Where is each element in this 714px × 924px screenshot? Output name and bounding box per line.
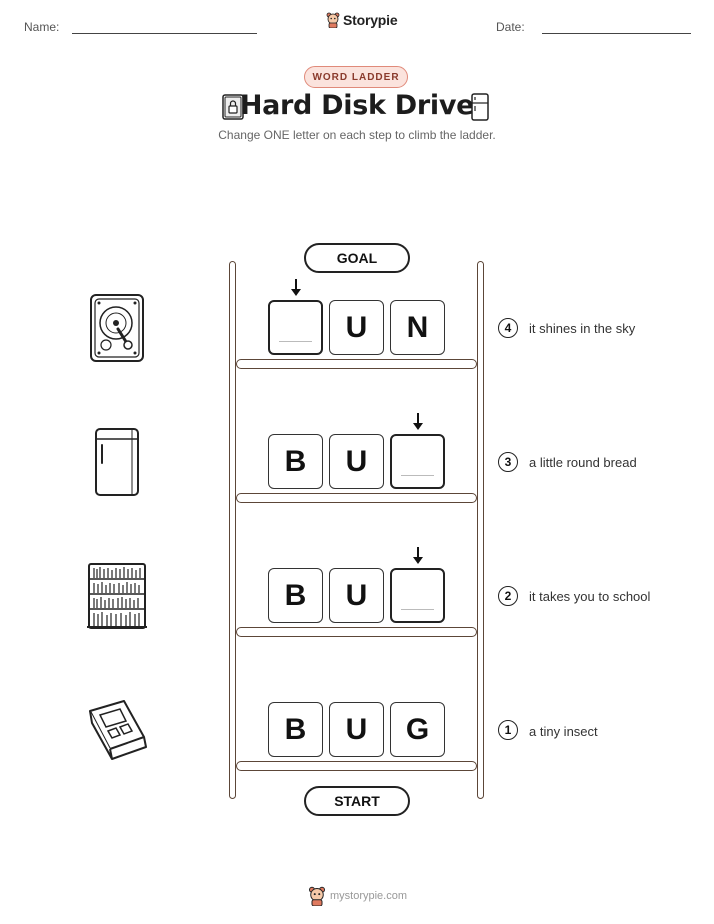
letter-tile: G bbox=[390, 702, 445, 757]
start-label: START bbox=[304, 786, 410, 816]
ladder-right-rail bbox=[477, 261, 484, 799]
arrow-down-icon bbox=[413, 547, 423, 564]
ladder-rung bbox=[236, 627, 477, 637]
book-icon bbox=[89, 700, 147, 760]
letter-tile: U bbox=[329, 434, 384, 489]
letter-tile: N bbox=[390, 300, 445, 355]
ladder-left-rail bbox=[229, 261, 236, 799]
brand-name: Storypie bbox=[343, 12, 398, 28]
ladder-rung bbox=[236, 493, 477, 503]
storypie-mascot-icon bbox=[326, 12, 340, 28]
hard-disk-icon bbox=[90, 294, 144, 362]
letter-slot[interactable] bbox=[390, 568, 445, 623]
footer-url[interactable]: mystorypie.com bbox=[330, 890, 408, 902]
letter-tile: U bbox=[329, 702, 384, 757]
clue-text: it takes you to school bbox=[529, 589, 651, 604]
clue-text: a little round bread bbox=[529, 455, 637, 470]
storypie-mascot-icon bbox=[309, 886, 325, 906]
name-label: Name: bbox=[24, 20, 60, 34]
date-label: Date: bbox=[496, 20, 525, 34]
bookshelf-icon bbox=[87, 563, 147, 629]
step-number: 4 bbox=[498, 318, 518, 338]
lock-box-icon bbox=[222, 94, 244, 120]
letter-tile: B bbox=[268, 434, 323, 489]
brand-logo: Storypie bbox=[326, 12, 398, 28]
letter-tile: B bbox=[268, 702, 323, 757]
goal-label: GOAL bbox=[304, 243, 410, 273]
clue-text: it shines in the sky bbox=[529, 321, 636, 336]
fridge-title-icon bbox=[471, 93, 489, 121]
letter-tile: U bbox=[329, 300, 384, 355]
arrow-down-icon bbox=[291, 279, 301, 296]
letter-tile: U bbox=[329, 568, 384, 623]
letter-slot[interactable] bbox=[268, 300, 323, 355]
ladder-rung bbox=[236, 761, 477, 771]
step-number: 2 bbox=[498, 586, 518, 606]
name-line[interactable] bbox=[72, 33, 257, 34]
footer: mystorypie.com bbox=[308, 886, 407, 906]
arrow-down-icon bbox=[413, 413, 423, 430]
step-number: 3 bbox=[498, 452, 518, 472]
step-number: 1 bbox=[498, 720, 518, 740]
refrigerator-icon bbox=[95, 428, 139, 496]
letter-slot[interactable] bbox=[390, 434, 445, 489]
page-title: Hard Disk Drive bbox=[239, 90, 475, 121]
ladder-rung bbox=[236, 359, 477, 369]
clue-text: a tiny insect bbox=[529, 724, 598, 739]
letter-tile: B bbox=[268, 568, 323, 623]
date-line[interactable] bbox=[542, 33, 691, 34]
instructions: Change ONE letter on each step to climb … bbox=[218, 128, 496, 142]
word-ladder-badge: WORD LADDER bbox=[304, 66, 408, 88]
